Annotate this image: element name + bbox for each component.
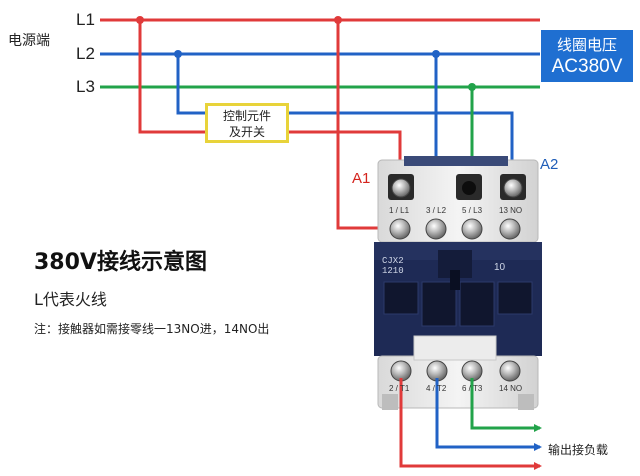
diagram-title: 380V接线示意图 (34, 250, 207, 275)
contactor-model-line1: CJX2 (382, 256, 404, 266)
output-load-label: 输出接负载 (548, 443, 609, 457)
coil-terminal-a2-label: A2 (540, 156, 559, 173)
wire-output-t1 (399, 378, 542, 470)
line-label-l1: L1 (76, 10, 95, 29)
coil-voltage-title: 线圈电压 (556, 36, 617, 54)
terminal-label-3: 3 / L2 (426, 206, 447, 215)
screw-terminal-13 (499, 218, 521, 240)
terminal-label-5: 5 / L3 (462, 206, 483, 215)
coil-voltage-box: 线圈电压 AC380V (541, 30, 633, 82)
wire-l1-to-control (138, 20, 205, 134)
terminal-label-1: 1 / L1 (389, 206, 410, 215)
screw-terminal-14 (499, 360, 521, 382)
screw-terminal-3 (425, 218, 447, 240)
terminal-label-2: 2 / T1 (389, 384, 410, 393)
screw-terminal-5 (461, 218, 483, 240)
control-element-box: 控制元件 及开关 (205, 103, 289, 143)
screw-a2 (503, 178, 523, 198)
line-label-l3: L3 (76, 77, 95, 96)
coil-terminal-a1-label: A1 (352, 170, 371, 187)
indicator-lamp (462, 181, 476, 195)
wire-output-t3 (470, 378, 542, 432)
screw-terminal-1 (389, 218, 411, 240)
coil-voltage-value: AC380V (551, 56, 623, 77)
contactor (374, 156, 542, 410)
wire-output-t2 (435, 378, 542, 451)
contactor-model-line2: 1210 (382, 266, 404, 276)
terminal-label-13: 13 NO (499, 206, 523, 215)
diagram-note: 注：接触器如需接零线一13NO进，14NO出 (34, 322, 270, 336)
terminal-label-14: 14 NO (499, 384, 523, 393)
power-source-label: 电源端 (8, 33, 50, 49)
control-element-line1: 控制元件 (222, 109, 271, 123)
diagram-subtitle: L代表火线 (34, 290, 107, 309)
wire-l2-to-control (176, 54, 205, 115)
aux-contact-number: 10 (494, 262, 506, 273)
screw-a1 (391, 178, 411, 198)
control-element-line2: 及开关 (228, 125, 265, 139)
line-label-l2: L2 (76, 44, 95, 63)
contactor-model: CJX2 1210 (382, 256, 404, 276)
terminal-label-6: 6 / T3 (462, 384, 483, 393)
terminal-label-4: 4 / T2 (426, 384, 447, 393)
